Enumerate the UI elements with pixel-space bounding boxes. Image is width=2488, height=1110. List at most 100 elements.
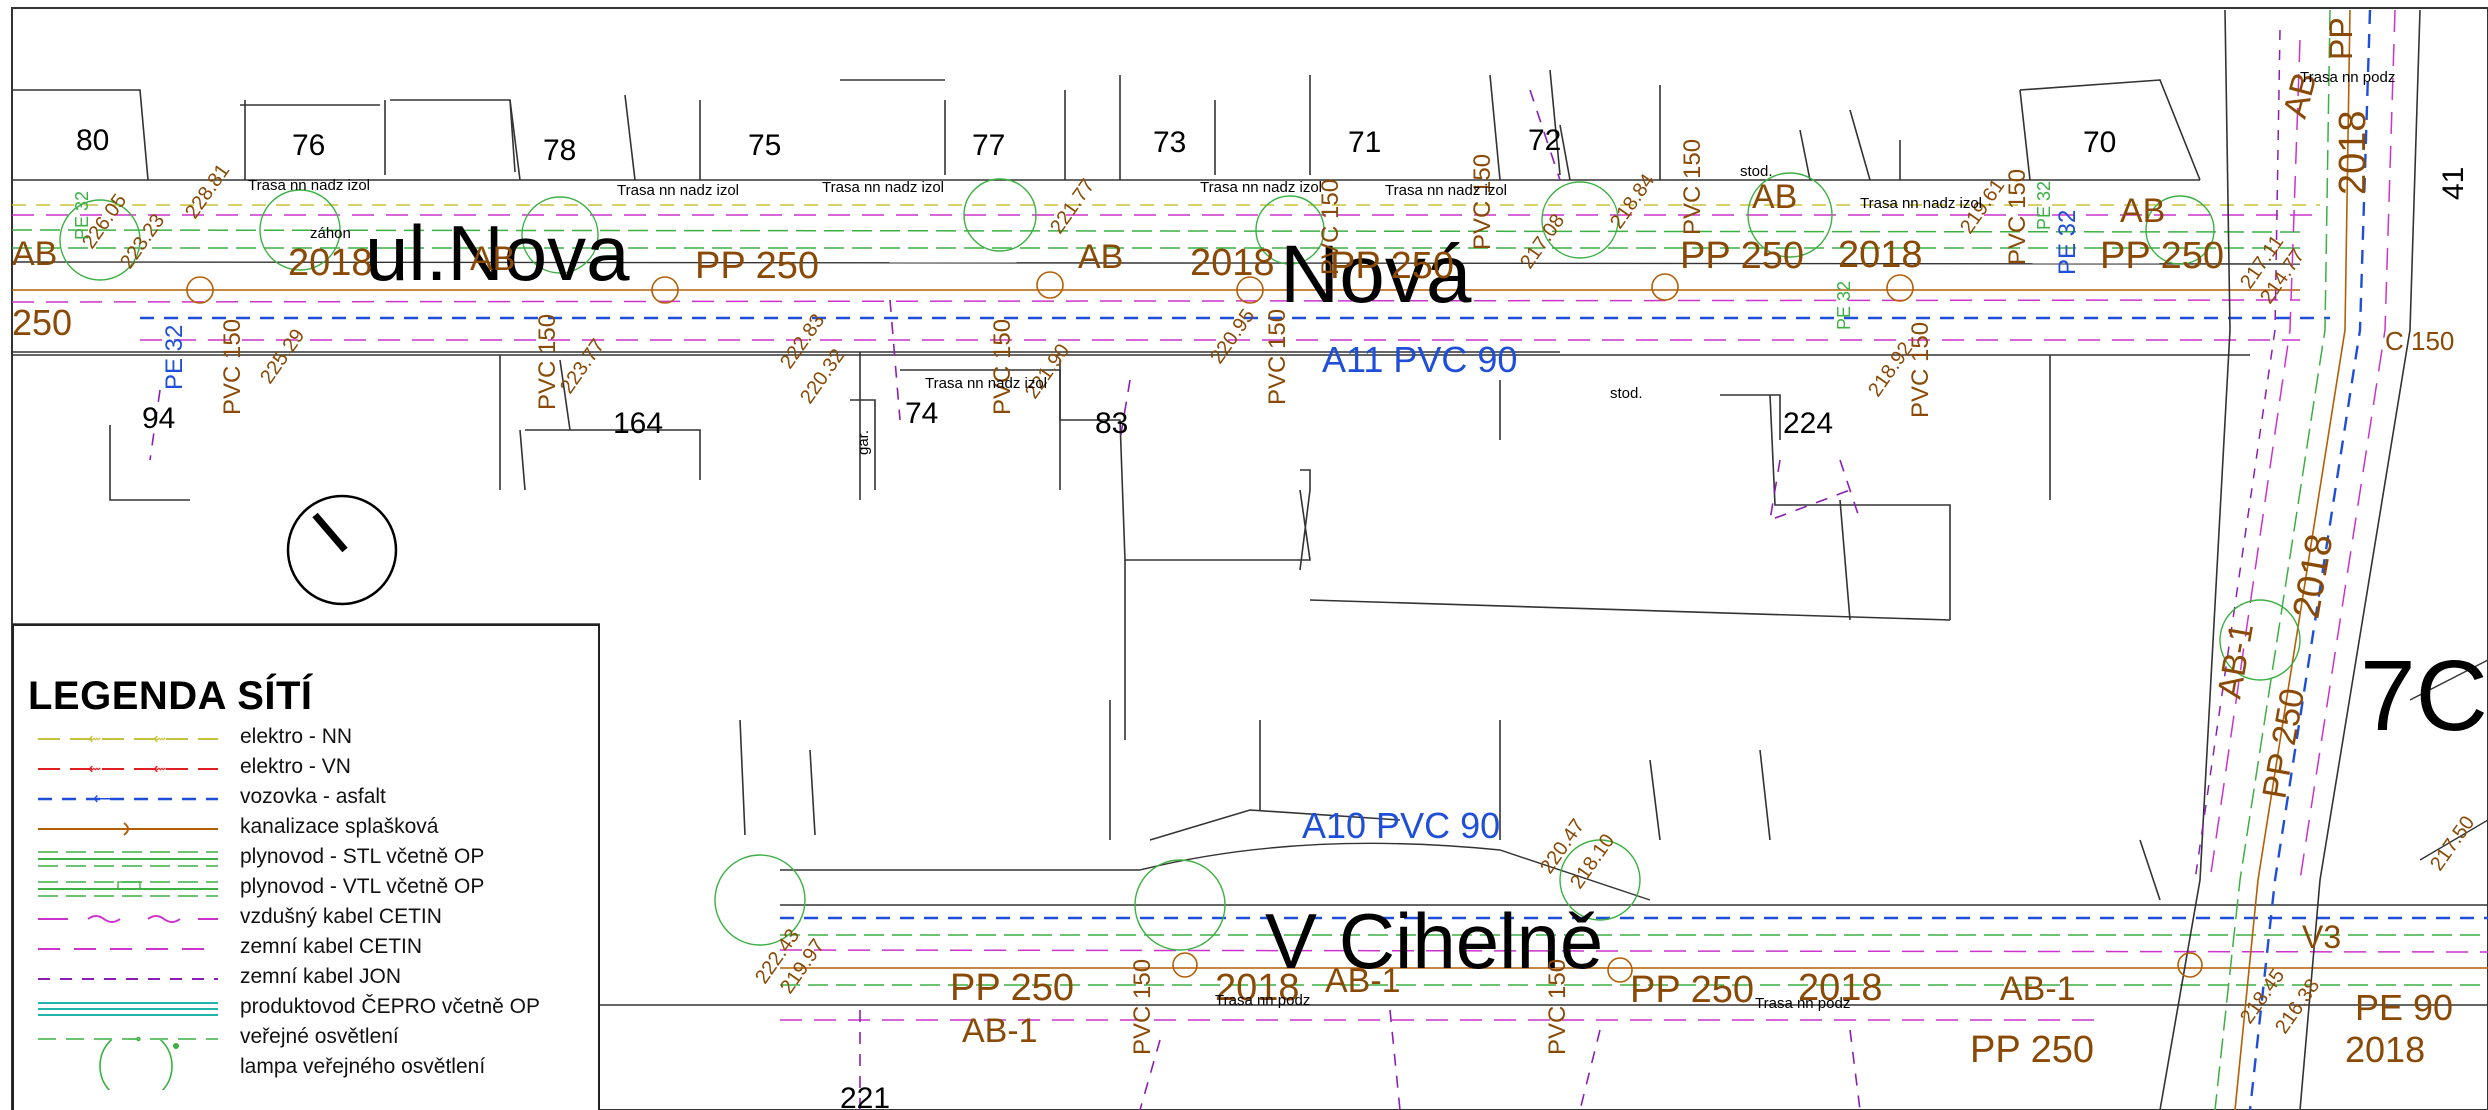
lamp-icon bbox=[99, 1040, 179, 1090]
svg-text:⇜: ⇜ bbox=[153, 761, 166, 778]
legend-item-plynovod-stl: plynovod - STL včetně OP bbox=[28, 844, 598, 874]
legend-label: vzdušný kabel CETIN bbox=[240, 905, 442, 928]
symbol-elektro-vn: ⇜⇜ bbox=[38, 761, 218, 778]
annotation-trasa-podz: Trasa nn podz bbox=[2300, 69, 2395, 86]
label-ab1: AB-1 bbox=[962, 1012, 1038, 1050]
label-pvc150: PVC 150 bbox=[1129, 959, 1156, 1055]
pipe-labels: AB 250 2018 AB PP 250 AB 2018 PP 250 PP … bbox=[12, 17, 2454, 1071]
house-number: 41 bbox=[2437, 167, 2470, 200]
label-pe32-green: PE 32 bbox=[2034, 181, 2054, 230]
label-pe32: PE 32 bbox=[2054, 210, 2081, 275]
label-pp250: PP 250 bbox=[2255, 686, 2312, 802]
small-annotations: stod. stod. gar. záhon Trasa nn nadz izo… bbox=[248, 69, 2395, 1012]
symbol-kanalizace bbox=[38, 822, 218, 836]
label-pe32-green: PE 32 bbox=[1834, 281, 1854, 330]
label-ab: AB bbox=[1078, 238, 1123, 276]
legend-item-lampa: lampa veřejného osvětlení bbox=[28, 1040, 598, 1104]
legend-label: produktovod ČEPRO včetně OP bbox=[240, 995, 540, 1018]
svg-text:⇜: ⇜ bbox=[88, 761, 101, 778]
region-label: 7C bbox=[2360, 640, 2488, 752]
label-a10: A10 PVC 90 bbox=[1302, 805, 1500, 846]
svg-text:⇜: ⇜ bbox=[153, 731, 166, 748]
elevation: 221.90 bbox=[1021, 340, 1074, 403]
legend-label: lampa veřejného osvětlení bbox=[240, 1055, 486, 1078]
house-number: 224 bbox=[1783, 407, 1833, 440]
label-pvc150: PVC 150 bbox=[1264, 309, 1291, 405]
label-year: 2018 bbox=[2345, 1029, 2425, 1070]
symbol-cetin-ground bbox=[38, 948, 218, 950]
label-a11: A11 PVC 90 bbox=[1322, 339, 1517, 380]
street-labels: ul.Nova Nová V Cihelně 7C bbox=[365, 209, 2488, 985]
legend-item-jon: zemní kabel JON bbox=[28, 964, 598, 994]
elevation: 220.95 bbox=[1206, 305, 1259, 368]
label-pvc150: PVC 150 bbox=[2004, 169, 2031, 265]
annotation-trasa-podz: Trasa nn podz bbox=[1755, 995, 1850, 1012]
elevation: 223.23 bbox=[116, 210, 169, 273]
house-number: 80 bbox=[76, 124, 109, 157]
label-pe32-green: PE 32 bbox=[72, 191, 92, 240]
label-pp250: 250 bbox=[12, 302, 72, 343]
legend-item-plynovod-vtl: plynovod - VTL včetně OP bbox=[28, 874, 598, 904]
legend-label: plynovod - VTL včetně OP bbox=[240, 875, 485, 898]
symbol-plynovod-stl bbox=[38, 851, 218, 867]
elevation: 217.50 bbox=[2426, 812, 2479, 875]
svg-text:⇜: ⇜ bbox=[88, 731, 101, 748]
label-year: 2018 bbox=[1190, 242, 1275, 284]
annotation-gar: gar. bbox=[855, 430, 872, 455]
annotation-trasa: Trasa nn nadz izol bbox=[1200, 179, 1322, 196]
annotation-trasa: Trasa nn nadz izol bbox=[248, 177, 370, 194]
legend-item-elektro-nn: ⇜⇜ elektro - NN bbox=[28, 724, 598, 754]
house-number: 77 bbox=[972, 129, 1005, 162]
street-nova bbox=[11, 204, 2330, 356]
symbol-osvetleni: ⊸ bbox=[38, 1031, 218, 1048]
legend-label: kanalizace splašková bbox=[240, 815, 439, 838]
house-number: 73 bbox=[1153, 126, 1186, 159]
house-number: 164 bbox=[613, 407, 663, 440]
label-pp250: PP 250 bbox=[1970, 1029, 2094, 1071]
street-lamps bbox=[59, 172, 2301, 951]
symbol-jon bbox=[38, 978, 218, 980]
street-vertical bbox=[2159, 9, 2488, 1110]
symbol-elektro-nn: ⇜⇜ bbox=[38, 731, 218, 748]
svg-text:⟵: ⟵ bbox=[93, 791, 116, 808]
label-ab: AB bbox=[2120, 192, 2165, 230]
map-legend: LEGENDA SÍTÍ ⇜⇜ elektro - NN ⇜⇜ elektro … bbox=[12, 624, 600, 1110]
label-pp250: PP 250 bbox=[1630, 969, 1754, 1011]
annotation-stod: stod. bbox=[1740, 163, 1773, 180]
label-pvc150: PVC 150 bbox=[1544, 959, 1571, 1055]
symbol-cetin-air bbox=[38, 915, 218, 923]
legend-item-cepro: produktovod ČEPRO včetně OP bbox=[28, 994, 598, 1024]
street-label-ul-nova: ul.Nova bbox=[365, 209, 630, 297]
label-pe32: PE 32 bbox=[161, 325, 188, 390]
label-pvc150: PVC 150 bbox=[989, 319, 1016, 415]
symbol-plynovod-vtl bbox=[38, 881, 218, 897]
label-pvc150: PVC 150 bbox=[1679, 139, 1706, 235]
legend-label: elektro - NN bbox=[240, 725, 353, 748]
elevation: 228.81 bbox=[181, 160, 234, 223]
legend-label: veřejné osvětlení bbox=[240, 1025, 399, 1048]
house-number: 72 bbox=[1528, 124, 1561, 157]
legend-title: LEGENDA SÍTÍ bbox=[28, 674, 313, 718]
gas-labels: PE 32 PE 32 PE 32 bbox=[72, 181, 2054, 330]
buildings-south bbox=[11, 350, 2161, 901]
house-number: 76 bbox=[292, 129, 325, 162]
label-pvc150: PVC 150 bbox=[1317, 179, 1344, 275]
label-pp250: PP 250 bbox=[2100, 235, 2224, 277]
label-pvc150: PVC 150 bbox=[534, 314, 561, 410]
street-label-nova: Nová bbox=[1280, 229, 1472, 320]
label-year: 2018 bbox=[2286, 531, 2342, 622]
legend-label: vozovka - asfalt bbox=[240, 785, 386, 808]
label-year: 2018 bbox=[1798, 967, 1883, 1009]
label-ab1: AB-1 bbox=[1325, 962, 1401, 1000]
annotation-trasa-podz: Trasa nn podz bbox=[1215, 992, 1310, 1009]
label-ab1: AB-1 bbox=[2000, 970, 2076, 1008]
legend-item-cetin-air: vzdušný kabel CETIN bbox=[28, 904, 598, 934]
elevation: 221.77 bbox=[1046, 175, 1099, 238]
pipe-nodes bbox=[186, 271, 2203, 983]
label-ab: AB bbox=[470, 240, 515, 278]
label-pvc150: PVC 150 bbox=[1907, 322, 1934, 418]
house-number: 83 bbox=[1095, 407, 1128, 440]
label-pvc150: PVC 150 bbox=[1469, 154, 1496, 250]
label-year: 2018 bbox=[1215, 967, 1300, 1009]
house-number: 221 bbox=[840, 1082, 890, 1110]
